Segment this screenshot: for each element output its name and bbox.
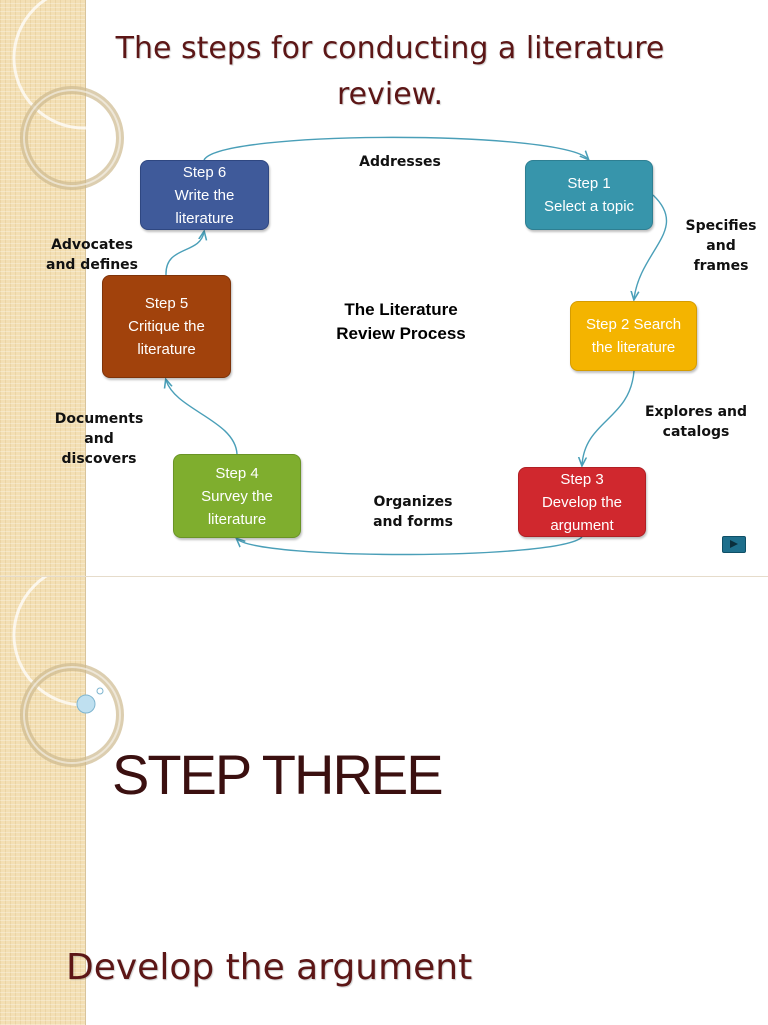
edge-label-explores: Explores and catalogs [644, 404, 748, 440]
play-next-icon [730, 540, 738, 548]
node-step-2: Step 2 Search the literature [570, 301, 697, 371]
edge-label-specifies: Specifies and frames [685, 218, 757, 274]
slide-2: STEP THREE Develop the argument [0, 576, 768, 1025]
slide-1: The steps for conducting a literature re… [0, 0, 757, 576]
node-step-3: Step 3 Develop the argument [518, 467, 646, 537]
arrow-step5-to-step6 [165, 232, 204, 276]
edge-label-advocates: Advocates and defines [46, 237, 138, 273]
node-step-4: Step 4 Survey the literature [173, 454, 301, 538]
edge-label-documents: Documents and discovers [54, 411, 144, 467]
cycle-arrows [0, 136, 668, 556]
bubble-large [76, 694, 96, 714]
arrow-step1-to-step2 [634, 194, 668, 299]
node-step-1: Step 1 Select a topic [525, 160, 653, 230]
arrow-step6-to-step1 [203, 136, 588, 160]
center-label: The Literature Review Process [336, 300, 466, 343]
section-subheading: Develop the argument [66, 947, 473, 988]
arrow-step3-to-step4 [237, 536, 583, 556]
node-step-6: Step 6 Write the literature [140, 160, 269, 230]
edge-label-addresses: Addresses [359, 154, 441, 170]
decorative-rings [12, 0, 140, 190]
arrow-step2-to-step3 [582, 370, 635, 465]
bubble-small [96, 687, 104, 695]
next-slide-button[interactable] [722, 536, 746, 553]
arrow-step4-to-step5 [166, 380, 238, 455]
decorative-side-stripe [0, 577, 86, 1025]
section-heading: STEP THREE [112, 743, 444, 806]
slide-title: The steps for conducting a literature re… [115, 31, 665, 112]
edge-label-organizes: Organizes and forms [373, 494, 453, 530]
decorative-rings [12, 577, 140, 767]
node-step-5: Step 5 Critique the literature [102, 275, 231, 378]
